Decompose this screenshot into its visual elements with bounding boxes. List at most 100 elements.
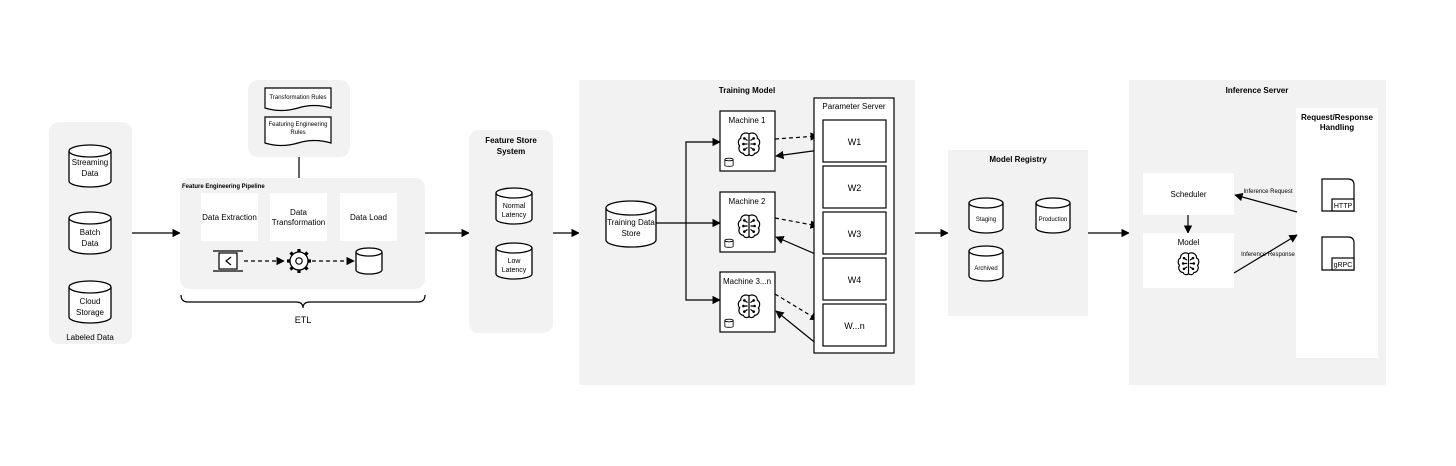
streaming-data-label-2: Data xyxy=(82,169,99,178)
arrow-ps-to-machine-2 xyxy=(775,236,821,257)
scheduler-label: Scheduler xyxy=(1170,190,1206,199)
weight-w4-label: W4 xyxy=(848,275,862,285)
batch-data-label-2: Data xyxy=(82,239,99,248)
cloud-storage-label-1: Cloud xyxy=(80,297,101,306)
arrow-inference-response xyxy=(1233,234,1298,274)
production-label: Production xyxy=(1039,217,1068,223)
feature-store-panel: Feature Store System Normal Latency Low … xyxy=(469,130,553,333)
inference-server-title: Inference Server xyxy=(1226,86,1289,95)
rules-panel: Transformation Rules Featuring Engineeri… xyxy=(248,80,350,157)
data-transformation-label-1: Data xyxy=(290,208,307,217)
training-model-panel: Training Model Training Data Store Machi… xyxy=(579,80,915,385)
arrow-machine-2-to-ps xyxy=(774,217,819,229)
handling-title-2: Handling xyxy=(1320,123,1354,132)
machine-2-box: Machine 2 xyxy=(719,191,776,253)
etl-label: ETL xyxy=(295,315,312,325)
training-data-store-cylinder: Training Data Store xyxy=(605,200,657,248)
low-latency-label-2: Latency xyxy=(502,267,527,274)
data-extraction-box: Data Extraction xyxy=(201,193,258,241)
arrow-store-to-machine-1 xyxy=(685,137,721,223)
pipeline-title: Feature Engineering Pipeline xyxy=(182,184,265,190)
arrow-machine-1-to-ps xyxy=(774,132,819,141)
arrow-ps-to-machine-n xyxy=(775,310,819,346)
data-transformation-box: Data Transformation xyxy=(270,193,327,241)
database-icon xyxy=(724,318,734,328)
weight-w2: W2 xyxy=(822,165,887,209)
machine-1-box: Machine 1 xyxy=(719,110,776,172)
gear-icon xyxy=(287,249,311,273)
training-store-label-2: Store xyxy=(621,229,641,238)
scheduler-box: Scheduler xyxy=(1143,173,1234,215)
training-store-label-1: Training Data xyxy=(607,218,655,227)
normal-latency-label-2: Latency xyxy=(502,212,527,219)
machine-n-box: Machine 3...n xyxy=(719,271,776,333)
data-load-box: Data Load xyxy=(340,193,397,241)
transformation-rules-label: Transformation Rules xyxy=(269,95,326,101)
feature-engineering-pipeline: Feature Engineering Pipeline Data Extrac… xyxy=(180,178,425,289)
normal-latency-label-1: Normal xyxy=(503,203,526,210)
model-registry-title: Model Registry xyxy=(989,155,1047,164)
inference-server-panel: Inference Server Request/Response Handli… xyxy=(1129,80,1386,385)
staging-cylinder: Staging xyxy=(968,197,1004,234)
labeled-data-caption: Labeled Data xyxy=(66,333,114,342)
feature-store-title-2: System xyxy=(497,147,525,156)
weight-w1-label: W1 xyxy=(848,137,862,147)
model-registry-panel: Model Registry Staging Production Archiv… xyxy=(948,150,1088,316)
weight-wn-label: W...n xyxy=(844,321,865,331)
cloud-storage-cylinder: Cloud Storage xyxy=(68,280,112,324)
handling-title-1: Request/Response xyxy=(1301,113,1374,122)
batch-data-cylinder: Batch Data xyxy=(68,211,112,255)
featuring-rules-label-1: Featuring Engineering xyxy=(268,122,327,128)
database-icon xyxy=(724,157,734,167)
feature-store-title-1: Feature Store xyxy=(485,136,537,145)
arrow-machine-n-to-ps xyxy=(774,293,819,321)
http-label: HTTP xyxy=(1334,203,1353,210)
database-icon xyxy=(724,238,734,248)
archived-cylinder: Archived xyxy=(968,245,1004,282)
document-icon: Featuring Engineering Rules xyxy=(264,116,332,147)
streaming-data-cylinder: Streaming Data xyxy=(68,144,112,188)
batch-data-label-1: Batch xyxy=(80,228,100,237)
arrow-ps-to-machine-1 xyxy=(775,149,821,160)
extract-icon xyxy=(213,250,243,272)
low-latency-cylinder: Low Latency xyxy=(495,242,533,280)
production-cylinder: Production xyxy=(1035,197,1071,234)
etl-brace: ETL xyxy=(180,294,426,325)
model-box: Model xyxy=(1143,233,1234,288)
low-latency-label-1: Low xyxy=(508,258,522,265)
weight-w4: W4 xyxy=(822,257,887,301)
weight-w3: W3 xyxy=(822,211,887,255)
arrow-store-to-machine-n xyxy=(685,223,721,305)
machine-n-label: Machine 3...n xyxy=(723,277,771,286)
http-endpoint-icon: HTTP xyxy=(1321,178,1355,212)
database-icon xyxy=(355,247,383,275)
staging-label: Staging xyxy=(976,217,996,223)
inference-request-label: Inference Request xyxy=(1243,189,1292,195)
parameter-server: Parameter Server W1 W2 W3 W4 W...n xyxy=(813,97,895,354)
data-load-label: Data Load xyxy=(350,213,387,222)
request-response-handling: Request/Response Handling HTTP gRPC xyxy=(1296,108,1378,358)
normal-latency-cylinder: Normal Latency xyxy=(495,187,533,225)
machine-1-label: Machine 1 xyxy=(729,116,766,125)
data-transformation-label-2: Transformation xyxy=(272,218,326,227)
training-model-title: Training Model xyxy=(719,86,775,95)
streaming-data-label-1: Streaming xyxy=(72,158,108,167)
model-label: Model xyxy=(1178,238,1200,247)
labeled-data-panel: Streaming Data Batch Data Cloud Storage … xyxy=(49,122,132,344)
archived-label: Archived xyxy=(974,266,997,272)
inference-response-label: Inference Response xyxy=(1241,252,1295,258)
weight-wn: W...n xyxy=(822,303,887,347)
weight-w1: W1 xyxy=(822,119,887,163)
featuring-rules-label-2: Rules xyxy=(290,130,305,136)
weight-w3-label: W3 xyxy=(848,229,862,239)
arrow-inference-request xyxy=(1234,192,1298,213)
grpc-endpoint-icon: gRPC xyxy=(1321,236,1355,271)
grpc-label: gRPC xyxy=(1334,262,1353,269)
data-extraction-label: Data Extraction xyxy=(202,213,257,222)
parameter-server-label: Parameter Server xyxy=(822,102,885,111)
machine-2-label: Machine 2 xyxy=(729,197,766,206)
weight-w2-label: W2 xyxy=(848,183,862,193)
document-icon: Transformation Rules xyxy=(264,87,332,112)
cloud-storage-label-2: Storage xyxy=(76,308,105,317)
